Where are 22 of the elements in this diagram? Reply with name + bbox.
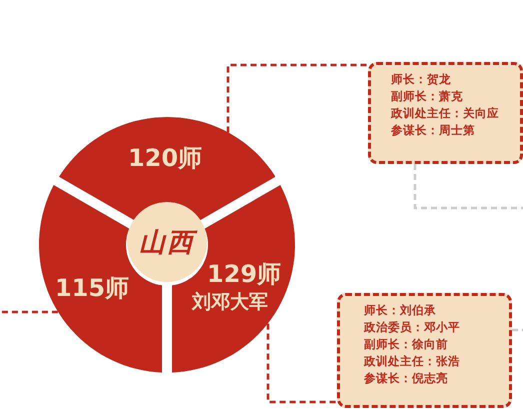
officer-line: 参谋长：周士第 [391,122,475,139]
division-label: 115师 [54,276,130,300]
info-card [337,293,512,408]
officer-line: 政训处主任：关向应 [391,105,499,122]
subtitle-label: 刘邓大军 [192,292,268,312]
division-label: 129师 [207,262,282,286]
info-card [368,62,523,164]
officer-line: 政治委员：邓小平 [364,319,460,336]
officer-line: 副师长：徐向前 [364,336,448,353]
officer-line: 政训处主任：张浩 [364,353,460,370]
connector-line [266,324,337,404]
connector-line [0,310,58,314]
province-label: 山西 [139,224,195,260]
officer-line: 参谋长：倪志亮 [364,370,448,387]
officer-line: 师长：贺龙 [391,71,451,88]
pie-sector [58,117,276,220]
connector-line [414,164,523,210]
officer-line: 副师长：萧克 [391,88,463,105]
division-label: 120师 [128,146,202,170]
connector-line [226,64,368,132]
connector-line [512,328,523,332]
officer-line: 师长：刘伯承 [364,302,436,319]
